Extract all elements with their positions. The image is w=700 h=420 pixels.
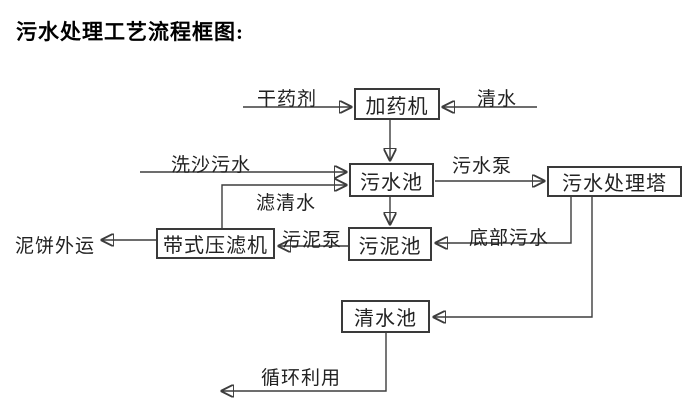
edge-bottom-sewage-line — [436, 197, 572, 243]
edge-filtered-water-line — [221, 185, 346, 228]
node-dosing-machine: 加药机 — [354, 88, 440, 120]
page-title: 污水处理工艺流程框图: — [16, 20, 244, 44]
node-sewage-pool: 污水池 — [349, 163, 434, 197]
edge-label-bottom-sewage: 底部污水 — [469, 228, 550, 249]
node-belt-filter-press: 带式压滤机 — [156, 228, 275, 259]
edge-label-mud-cake-out: 泥饼外运 — [15, 236, 96, 257]
edge-recycle-use-line — [222, 333, 387, 391]
edge-label-recycle-use: 循环利用 — [261, 368, 342, 389]
edge-label-sand-washing-sewage: 洗沙污水 — [171, 155, 252, 176]
edge-label-clean-water: 清水 — [477, 89, 518, 110]
edge-label-sludge-pump: 污泥泵 — [282, 230, 343, 251]
edge-label-filtered-water: 滤清水 — [256, 193, 317, 214]
node-sludge-pool: 污泥池 — [348, 227, 432, 261]
node-clean-water-pool: 清水池 — [341, 300, 430, 333]
edge-tower-to-clean-pool-line — [434, 197, 593, 317]
node-sewage-treatment-tower: 污水处理塔 — [547, 166, 682, 197]
edge-label-dry-chemical: 干药剂 — [257, 89, 318, 110]
edge-label-sewage-pump: 污水泵 — [452, 156, 513, 177]
